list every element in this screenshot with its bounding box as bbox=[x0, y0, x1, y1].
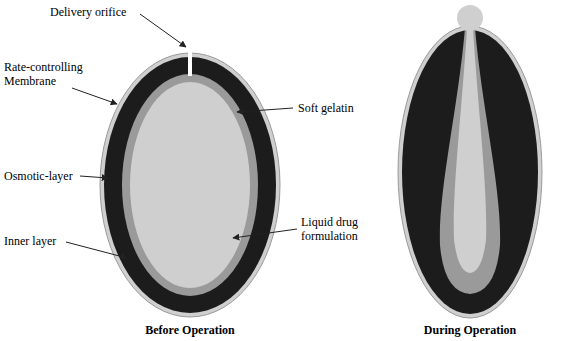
leader-lines bbox=[66, 14, 297, 258]
leader-line bbox=[72, 88, 117, 104]
liquid-drug bbox=[454, 28, 487, 273]
part-label: Delivery orifice bbox=[50, 5, 126, 19]
label-text: During Operation bbox=[424, 323, 516, 337]
label-text: Before Operation bbox=[145, 323, 234, 337]
label-text: Soft gelatin bbox=[298, 101, 354, 115]
soft-gelatin bbox=[122, 74, 258, 296]
leader-line bbox=[66, 242, 127, 258]
collapsed-gelatin bbox=[440, 28, 500, 294]
leader-line bbox=[233, 229, 297, 238]
rate-controlling-membrane bbox=[398, 26, 542, 318]
capsule-during bbox=[398, 5, 542, 318]
part-label: Rate-controlling Membrane bbox=[4, 60, 104, 88]
leader-line bbox=[140, 14, 186, 47]
released-drug-drop bbox=[457, 5, 483, 31]
label-text: Delivery orifice bbox=[50, 5, 126, 19]
label-text: Liquid drug formulation bbox=[301, 215, 358, 243]
leader-line bbox=[237, 108, 293, 112]
delivery-orifice bbox=[188, 50, 192, 76]
liquid-drug bbox=[130, 82, 250, 288]
rate-controlling-membrane bbox=[100, 53, 280, 317]
part-label: Inner layer bbox=[4, 234, 56, 248]
part-label: Liquid drug formulation bbox=[301, 215, 381, 243]
osmotic-layer bbox=[104, 57, 276, 313]
label-text: Osmotic-layer bbox=[4, 169, 73, 183]
capsule-before bbox=[100, 50, 280, 317]
part-label: Soft gelatin bbox=[298, 101, 354, 115]
label-text: Rate-controlling Membrane bbox=[4, 60, 83, 88]
figure-caption: Before Operation bbox=[145, 323, 234, 337]
part-label: Osmotic-layer bbox=[4, 169, 73, 183]
figure-caption: During Operation bbox=[424, 323, 516, 337]
label-text: Inner layer bbox=[4, 234, 56, 248]
leader-line bbox=[80, 176, 108, 178]
